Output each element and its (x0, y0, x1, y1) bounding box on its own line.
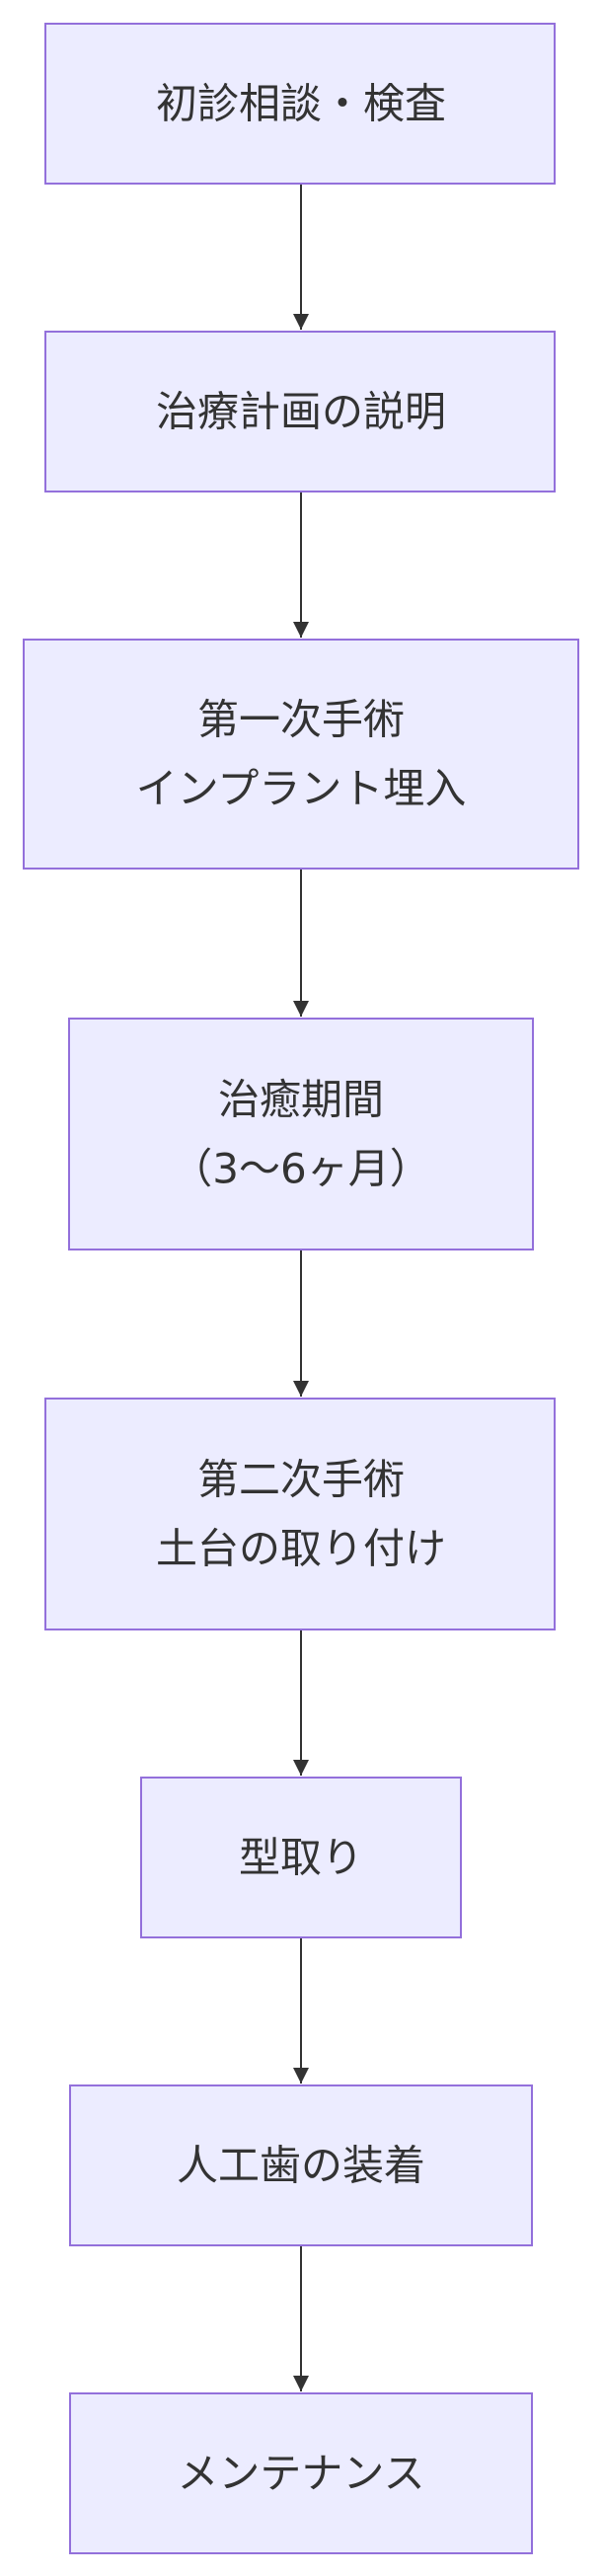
node-healing: 治癒期間 （3〜6ヶ月） (68, 1018, 534, 1250)
node-label-line: 初診相談・検査 (156, 80, 446, 128)
node-label-line: 治療計画の説明 (156, 388, 446, 436)
node-label-line: 治癒期間 (218, 1076, 384, 1124)
node-label-line: （3〜6ヶ月） (171, 1145, 430, 1193)
node-label-line: 人工歯の装着 (177, 2142, 425, 2190)
node-label-line: メンテナンス (177, 2450, 424, 2498)
node-consult: 初診相談・検査 (44, 23, 556, 185)
node-box (44, 23, 556, 185)
node-prosthesis: 人工歯の装着 (69, 2084, 533, 2246)
node-box (69, 2392, 533, 2554)
node-label-line: インプラント埋入 (136, 765, 467, 813)
node-box (140, 1777, 462, 1938)
node-maintenance: メンテナンス (69, 2392, 533, 2554)
node-box (69, 2084, 533, 2246)
node-plan: 治療計画の説明 (44, 331, 556, 492)
node-label-line: 第二次手術 (197, 1456, 405, 1504)
node-label-line: 土台の取り付け (156, 1525, 446, 1573)
node-impression: 型取り (140, 1777, 462, 1938)
node-box (44, 331, 556, 492)
node-label-line: 第一次手術 (197, 696, 405, 744)
node-label-line: 型取り (239, 1834, 363, 1882)
node-box (23, 639, 579, 870)
node-box (68, 1018, 534, 1250)
node-box (44, 1398, 556, 1630)
